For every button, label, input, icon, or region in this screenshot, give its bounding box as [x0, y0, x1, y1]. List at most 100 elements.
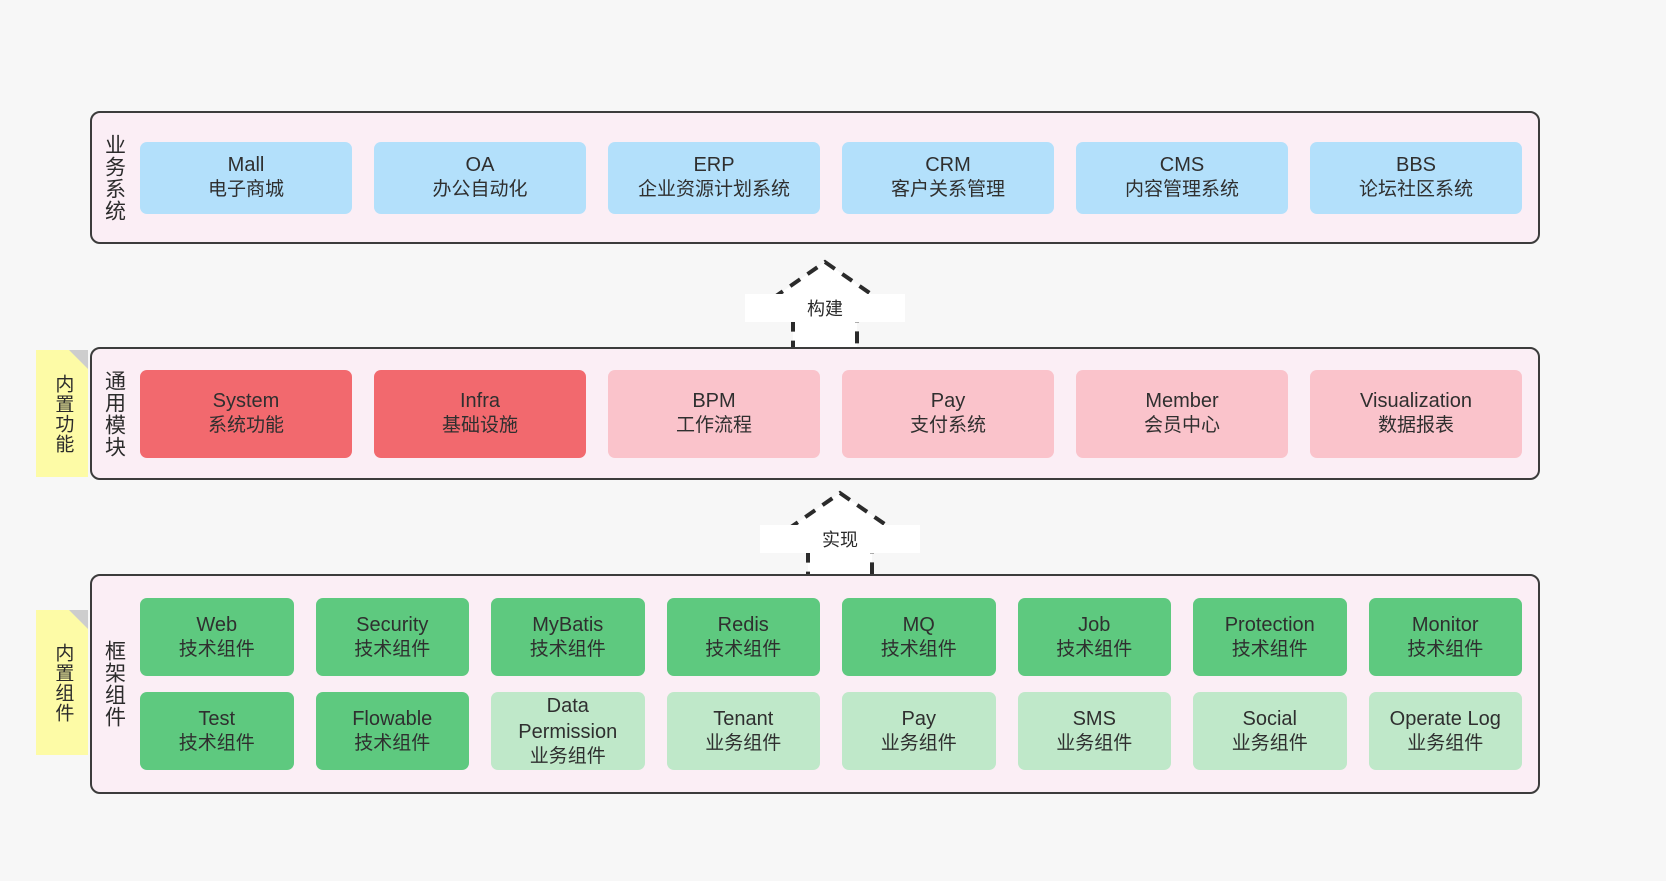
arrow-implement-label: 实现 [760, 525, 920, 553]
box-desc: 技术组件 [178, 732, 255, 754]
framework-tech-row: Web 技术组件 Security 技术组件 MyBatis 技术组件 Redi… [140, 598, 1522, 676]
box-desc: 业务组件 [1231, 732, 1308, 754]
sticky-note-label: 内置功能 [52, 373, 74, 454]
sticky-note-builtin-functions: 内置功能 [36, 350, 88, 477]
layer-framework-component-title: 框架组件 [102, 640, 126, 728]
module-box-bpm[interactable]: BPM 工作流程 [608, 369, 820, 458]
box-desc: 技术组件 [1231, 638, 1308, 660]
layer-framework-component-body: Web 技术组件 Security 技术组件 MyBatis 技术组件 Redi… [134, 576, 1538, 792]
box-name: MQ [902, 613, 935, 636]
box-desc: 会员中心 [1143, 415, 1220, 437]
box-desc: 论坛社区系统 [1358, 179, 1473, 201]
business-box-mall[interactable]: Mall 电子商城 [140, 141, 352, 214]
box-desc: 技术组件 [529, 638, 606, 660]
layer-common-module-title: 通用模块 [102, 369, 126, 458]
box-desc: 业务组件 [880, 732, 957, 754]
component-box-redis[interactable]: Redis 技术组件 [666, 598, 820, 676]
box-desc: 技术组件 [178, 638, 255, 660]
business-box-oa[interactable]: OA 办公自动化 [374, 141, 586, 214]
box-desc: 工作流程 [675, 415, 752, 437]
box-name: SMS [1072, 707, 1116, 730]
box-desc: 业务组件 [529, 745, 606, 767]
box-name: Test [198, 707, 236, 730]
layer-common-module-body: System 系统功能 Infra 基础设施 BPM 工作流程 Pay 支付系统… [134, 349, 1538, 478]
box-desc: 企业资源计划系统 [637, 179, 790, 201]
box-desc: 数据报表 [1377, 415, 1454, 437]
box-desc: 电子商城 [207, 179, 284, 201]
component-box-data-permission[interactable]: Data Permission 业务组件 [491, 692, 645, 770]
component-box-monitor[interactable]: Monitor 技术组件 [1368, 598, 1522, 676]
note-fold-corner-icon [69, 610, 88, 629]
box-name: Pay [930, 390, 966, 413]
component-box-flowable[interactable]: Flowable 技术组件 [315, 692, 469, 770]
box-name: Security [356, 613, 429, 636]
component-box-security[interactable]: Security 技术组件 [315, 598, 469, 676]
box-name: Mall [227, 154, 265, 177]
sticky-note-builtin-components: 内置组件 [36, 610, 88, 755]
box-name: Monitor [1411, 613, 1479, 636]
module-box-visualization[interactable]: Visualization 数据报表 [1310, 369, 1522, 458]
box-name: Tenant [713, 707, 774, 730]
box-name: CRM [925, 154, 971, 177]
box-name: Pay [901, 707, 936, 730]
module-box-infra[interactable]: Infra 基础设施 [374, 369, 586, 458]
box-name: Web [196, 613, 238, 636]
component-box-mq[interactable]: MQ 技术组件 [842, 598, 996, 676]
box-desc: 办公自动化 [432, 179, 528, 201]
arrow-build: 构建 [745, 256, 905, 356]
component-box-test[interactable]: Test 技术组件 [140, 692, 294, 770]
business-system-row: Mall 电子商城 OA 办公自动化 ERP 企业资源计划系统 CRM 客户关系… [140, 141, 1522, 214]
component-box-web[interactable]: Web 技术组件 [140, 598, 294, 676]
arrow-implement: 实现 [760, 487, 920, 587]
layer-common-module: 通用模块 System 系统功能 Infra 基础设施 BPM 工作流程 Pay… [90, 347, 1540, 480]
box-desc: 技术组件 [1407, 638, 1484, 660]
layer-business-system-body: Mall 电子商城 OA 办公自动化 ERP 企业资源计划系统 CRM 客户关系… [134, 113, 1538, 242]
box-name: System [212, 390, 280, 413]
business-box-crm[interactable]: CRM 客户关系管理 [842, 141, 1054, 214]
box-name: Protection [1224, 613, 1315, 636]
box-name: Job [1078, 613, 1111, 636]
common-module-row: System 系统功能 Infra 基础设施 BPM 工作流程 Pay 支付系统… [140, 369, 1522, 458]
module-box-pay[interactable]: Pay 支付系统 [842, 369, 1054, 458]
component-box-mybatis[interactable]: MyBatis 技术组件 [491, 598, 645, 676]
box-desc: 基础设施 [441, 415, 518, 437]
module-box-system[interactable]: System 系统功能 [140, 369, 352, 458]
component-box-social[interactable]: Social 业务组件 [1193, 692, 1347, 770]
box-desc: 技术组件 [354, 638, 431, 660]
component-box-sms[interactable]: SMS 业务组件 [1017, 692, 1171, 770]
business-box-bbs[interactable]: BBS 论坛社区系统 [1310, 141, 1522, 214]
component-box-tenant[interactable]: Tenant 业务组件 [666, 692, 820, 770]
sticky-note-label: 内置组件 [52, 642, 74, 723]
component-box-job[interactable]: Job 技术组件 [1017, 598, 1171, 676]
box-desc: 系统功能 [207, 415, 284, 437]
layer-framework-component: 框架组件 Web 技术组件 Security 技术组件 MyBatis 技术组件… [90, 574, 1540, 794]
box-desc: 技术组件 [880, 638, 957, 660]
layer-business-system: 业务系统 Mall 电子商城 OA 办公自动化 ERP 企业资源计划系统 CRM… [90, 111, 1540, 244]
box-name: Visualization [1360, 390, 1472, 413]
box-name: Operate Log [1389, 707, 1501, 730]
box-name: Flowable [352, 707, 433, 730]
box-desc: 技术组件 [705, 638, 782, 660]
box-desc: 业务组件 [705, 732, 782, 754]
component-box-protection[interactable]: Protection 技术组件 [1193, 598, 1347, 676]
note-fold-corner-icon [69, 350, 88, 369]
box-desc: 技术组件 [1056, 638, 1133, 660]
box-desc: 业务组件 [1407, 732, 1484, 754]
business-box-cms[interactable]: CMS 内容管理系统 [1076, 141, 1288, 214]
business-box-erp[interactable]: ERP 企业资源计划系统 [608, 141, 820, 214]
box-desc: 支付系统 [909, 415, 986, 437]
box-name: MyBatis [532, 613, 604, 636]
framework-business-row: Test 技术组件 Flowable 技术组件 Data Permission … [140, 692, 1522, 770]
box-name: Infra [459, 390, 501, 413]
box-name: Member [1145, 390, 1219, 413]
box-desc: 客户关系管理 [890, 179, 1005, 201]
component-box-operate-log[interactable]: Operate Log 业务组件 [1368, 692, 1522, 770]
box-name: ERP [693, 154, 735, 177]
box-desc: 内容管理系统 [1124, 179, 1239, 201]
component-box-pay[interactable]: Pay 业务组件 [842, 692, 996, 770]
arrow-build-label: 构建 [745, 294, 905, 322]
module-box-member[interactable]: Member 会员中心 [1076, 369, 1288, 458]
box-desc: 技术组件 [354, 732, 431, 754]
box-name: BPM [692, 390, 736, 413]
